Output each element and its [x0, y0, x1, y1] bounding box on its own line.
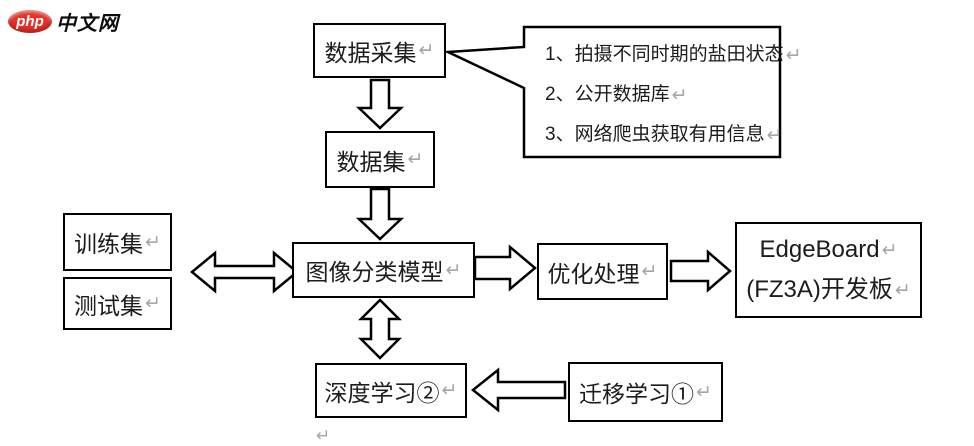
callout-box-outline: [443, 25, 782, 159]
arrow-qianyi-to-shendu-icon: [470, 367, 567, 413]
node-label: 图像分类模型: [305, 259, 444, 285]
return-mark-icon: ↵: [145, 230, 161, 253]
node-label: 数据集: [336, 148, 406, 175]
callout-item-text: 2、公开数据库: [545, 84, 670, 105]
arrow-sets-model-doublehead-icon: [190, 250, 299, 294]
node-optimization: 优化处理 ↵: [537, 243, 668, 300]
node-transfer-learning: 迁移学习① ↵: [568, 362, 723, 422]
arrow-model-to-youhua-icon: [473, 244, 537, 292]
node-data-collection: 数据采集 ↵: [313, 23, 446, 78]
node-label: 迁移学习①: [579, 381, 695, 407]
node-test-set: 测试集 ↵: [63, 277, 172, 330]
php-logo-badge-icon: php: [8, 10, 52, 33]
return-mark-icon: ↵: [641, 260, 658, 282]
node-edgeboard: EdgeBoard ↵ (FZ3A)开发板 ↵: [735, 222, 922, 318]
return-mark-icon: ↵: [696, 380, 712, 403]
return-mark-icon: ↵: [407, 148, 424, 170]
return-mark-icon: ↵: [145, 292, 161, 314]
callout-data-sources: 1、拍摄不同时期的盐田状态 ↵ 2、公开数据库 ↵ 3、网络爬虫获取有用信息 ↵: [545, 35, 802, 155]
callout-item: 1、拍摄不同时期的盐田状态 ↵: [545, 35, 802, 75]
site-logo: php 中文网: [8, 7, 119, 36]
return-mark-icon: ↵: [441, 379, 458, 401]
return-mark-icon: ↵: [418, 39, 435, 61]
arrow-dataset-to-model-icon: [355, 187, 405, 241]
node-training-set: 训练集 ↵: [63, 213, 172, 271]
arrow-model-shendu-doublehead-icon: [357, 298, 403, 360]
return-mark-icon: ↵: [445, 258, 462, 281]
arrow-youhua-to-edgeboard-icon: [669, 249, 732, 293]
return-mark-icon: ↵: [766, 123, 783, 146]
return-mark-icon: ↵: [785, 43, 802, 66]
node-label: 测试集: [74, 292, 144, 319]
node-label: 训练集: [74, 231, 144, 257]
callout-item-text: 3、网络爬虫获取有用信息: [545, 124, 765, 145]
return-mark-icon: ↵: [894, 278, 911, 301]
arrow-caiji-to-dataset-icon: [355, 78, 405, 130]
node-dataset: 数据集 ↵: [325, 131, 435, 188]
node-label: 优化处理: [547, 260, 640, 287]
node-label: 深度学习②: [324, 379, 440, 406]
return-mark-icon: ↵: [671, 83, 688, 106]
clipped-return-mark-icon: ↵: [316, 426, 331, 446]
return-mark-icon: ↵: [881, 238, 898, 261]
node-deep-learning: 深度学习② ↵: [315, 363, 467, 418]
node-label: 数据采集: [324, 39, 417, 66]
site-logo-text: 中文网: [56, 13, 119, 35]
node-label-line1: EdgeBoard: [759, 236, 880, 263]
callout-item: 2、公开数据库 ↵: [545, 75, 802, 115]
callout-item: 3、网络爬虫获取有用信息 ↵: [545, 115, 802, 155]
node-label-line2: (FZ3A)开发板: [746, 276, 893, 303]
node-image-classification-model: 图像分类模型 ↵: [292, 242, 475, 298]
callout-item-text: 1、拍摄不同时期的盐田状态: [545, 44, 784, 65]
